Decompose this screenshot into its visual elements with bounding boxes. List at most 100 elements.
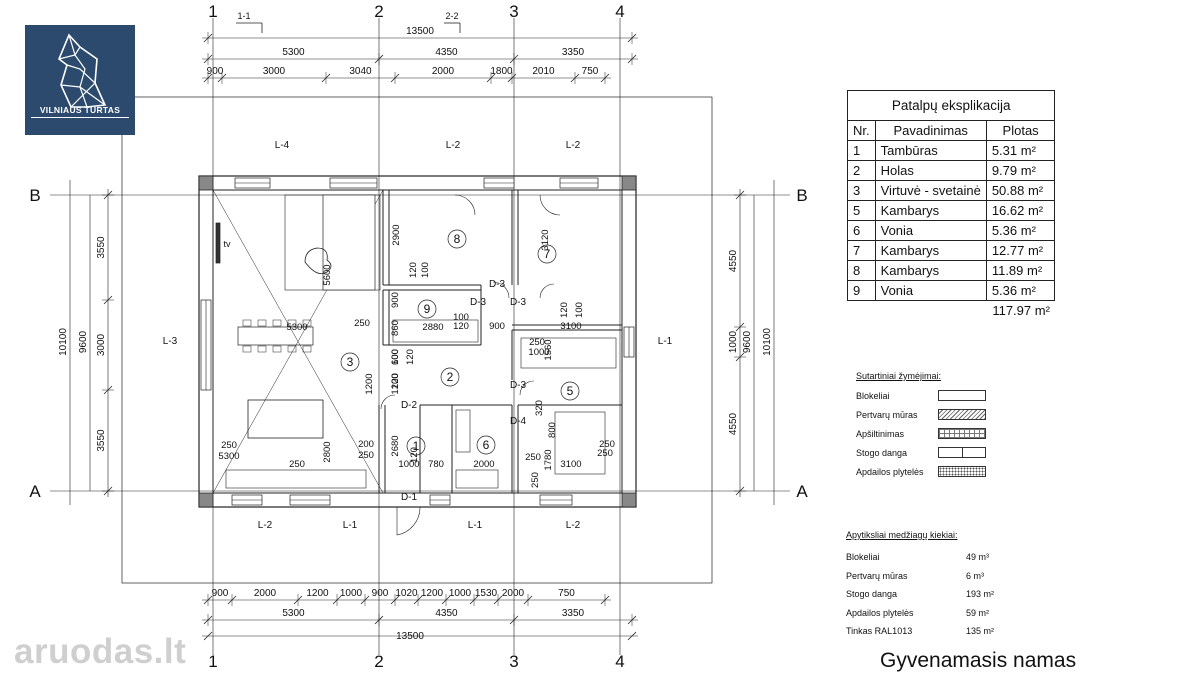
axis-label-left: B — [29, 186, 40, 205]
table-cell: 6 — [847, 220, 876, 241]
interior-dimension: 2880 — [422, 322, 443, 333]
dimension-label: 2000 — [254, 588, 277, 599]
table-cell: 1 — [847, 140, 876, 161]
interior-dimension: 2800 — [322, 441, 333, 462]
interior-dimension: 860 — [390, 320, 401, 336]
room-number-circle — [440, 367, 460, 387]
explication-header-cell: Plotas — [985, 120, 1056, 141]
explication-total: 117.97 m² — [992, 303, 1050, 318]
door-label: D-4 — [510, 416, 527, 427]
chair-icon — [242, 319, 252, 327]
room-number: 7 — [544, 247, 551, 261]
interior-dimension: 1200 — [390, 373, 401, 394]
room-number: 9 — [424, 302, 431, 316]
door-label: D-3 — [510, 380, 527, 391]
interior-dimension: 5600 — [322, 264, 333, 285]
interior-dimension: 3100 — [560, 321, 581, 332]
interior-dimension: 250 — [525, 452, 541, 463]
door-label: D-1 — [401, 492, 418, 503]
chair-icon — [302, 345, 312, 353]
dimension-label: 3350 — [562, 608, 585, 619]
room-number: 1 — [413, 439, 420, 453]
room-number-circle — [560, 381, 580, 401]
dimension-label: 13500 — [406, 26, 434, 37]
table-cell: 11.89 m² — [985, 260, 1056, 281]
dimension-label: 1200 — [421, 588, 444, 599]
room-number-circle — [447, 229, 467, 249]
interior-dimension: 1780 — [543, 449, 554, 470]
kitchen-island-icon — [247, 399, 324, 439]
dimension-label: 3550 — [96, 236, 107, 259]
legend-item: Apdailos plytelės — [856, 462, 986, 481]
kitchen-counter-icon — [225, 469, 367, 489]
interior-dimension: 100 — [390, 349, 401, 365]
dimension-label: 5300 — [282, 608, 305, 619]
legend-item: Blokeliai — [856, 386, 986, 405]
bathtub-icon — [455, 469, 499, 489]
interior-dimension: 320 — [534, 400, 545, 416]
window-label: L-2 — [446, 140, 461, 151]
door-swing — [380, 394, 396, 410]
legend-swatch — [938, 409, 986, 420]
table-cell: Vonia — [874, 280, 987, 301]
room-number: 6 — [483, 438, 490, 452]
axis-label-left: A — [29, 482, 41, 501]
interior-dimension: 120 — [453, 321, 469, 332]
section-mark: 1-1 — [237, 11, 250, 21]
explication-header-cell: Pavadinimas — [874, 120, 987, 141]
table-cell: 5.31 m² — [985, 140, 1056, 161]
table-cell: 12.77 m² — [985, 240, 1056, 261]
legend-label: Apdailos plytelės — [856, 466, 924, 477]
dimension-label: 2000 — [502, 588, 525, 599]
table-cell: 8 — [847, 260, 876, 281]
chair-icon — [287, 319, 297, 327]
window-label: L-2 — [566, 520, 581, 531]
interior-dimension: 3120 — [540, 229, 551, 250]
coffee-table-icon — [304, 247, 332, 275]
dimension-label: 750 — [582, 66, 599, 77]
drawing-title: Gyvenamasis namas — [880, 649, 1077, 672]
chair-icon — [257, 319, 267, 327]
materials-title: Apytiksliai medžiagų kiekiai: — [846, 530, 958, 540]
dimension-tick — [627, 631, 637, 641]
company-logo[interactable]: VILNIAUS TURTAS — [25, 25, 135, 135]
legend-item: Pertvarų mūras — [856, 405, 986, 424]
room-number-circle — [340, 352, 360, 372]
dimension-label: 4550 — [728, 249, 739, 272]
interior-dimension: 250 — [529, 337, 545, 348]
explication-header-cell: Nr. — [847, 120, 876, 141]
legend-title: Sutartiniai žymėjimai: — [856, 371, 942, 381]
interior-dimension: 120 — [559, 302, 570, 318]
material-name: Blokeliai — [846, 552, 880, 563]
interior-dimension: 5300 — [218, 451, 239, 462]
door-swing — [454, 194, 476, 216]
table-cell: 16.62 m² — [985, 200, 1056, 221]
chair-icon — [272, 319, 282, 327]
dimension-label: 4550 — [728, 412, 739, 435]
material-amount: 193 m² — [966, 589, 995, 600]
table-cell: 5.36 m² — [985, 280, 1056, 301]
legend-swatch — [938, 447, 986, 458]
window-label: L-1 — [468, 520, 483, 531]
interior-dimension: 100 — [420, 262, 431, 278]
interior-dimension: 1560 — [543, 339, 554, 360]
interior-dimension: 100 — [453, 312, 469, 323]
dimension-label: 900 — [372, 588, 389, 599]
chair-icon — [257, 345, 267, 353]
door-swing — [492, 281, 510, 299]
room-number-circle — [537, 244, 557, 264]
interior-dimension: 250 — [354, 318, 370, 329]
dimension-label: 1200 — [306, 588, 329, 599]
dimension-label: 900 — [212, 588, 229, 599]
interior-dimension: 100 — [574, 302, 585, 318]
interior-dimension: 600 — [390, 349, 401, 365]
